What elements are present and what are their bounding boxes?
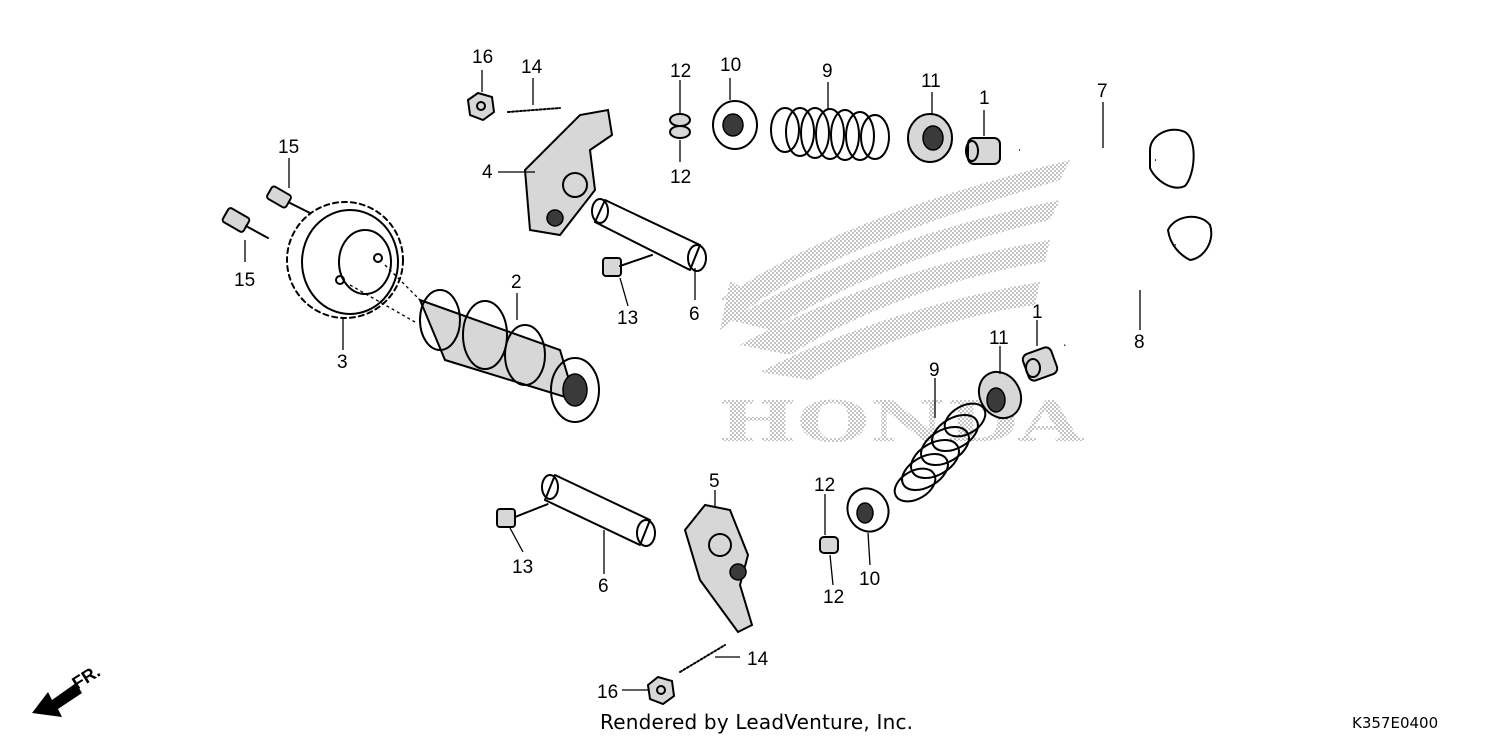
diagram-code: K357E0400: [1352, 714, 1439, 732]
tappet-cap-lower: [1021, 346, 1059, 382]
honda-wordmark-watermark: HONDA: [718, 389, 1085, 455]
callout-7: 7: [1097, 81, 1108, 102]
callout-3: 3: [337, 352, 348, 373]
valve-spring-lower: [893, 402, 987, 503]
callout-13-upper: 13: [617, 308, 638, 329]
callout-4: 4: [482, 162, 493, 183]
callout-8: 8: [1134, 332, 1145, 353]
cam-sprocket: [286, 201, 404, 319]
exhaust-valve: [1019, 128, 1195, 189]
rocker-shaft-lower: [541, 474, 656, 547]
valve-cotter-lower: [819, 536, 839, 554]
callout-15-lower: 15: [234, 270, 255, 291]
callout-6-upper: 6: [689, 304, 700, 325]
spring-retainer-lower: [977, 370, 1023, 420]
valve-spring-upper: [770, 107, 890, 161]
callout-12-lower-top: 12: [814, 475, 835, 496]
callout-10-lower: 10: [859, 569, 880, 590]
camshaft: [349, 264, 600, 423]
rocker-shaft-upper: [591, 198, 707, 272]
callout-13-lower: 13: [512, 557, 533, 578]
callout-12-upper-top: 12: [670, 61, 691, 82]
callout-12-upper-bottom: 12: [670, 167, 691, 188]
sprocket-bolt-upper: [266, 185, 311, 214]
callout-6-lower: 6: [598, 576, 609, 597]
sprocket-bolt-lower: [221, 207, 269, 239]
callout-14-lower: 14: [747, 649, 769, 670]
callout-1-lower: 1: [1032, 302, 1043, 323]
callout-9-upper: 9: [822, 61, 833, 82]
spring-retainer-upper: [907, 113, 953, 163]
front-direction-arrow: FR.: [32, 661, 104, 717]
rocker-arm-lower: [683, 503, 754, 634]
valve-seal-lower: [846, 487, 890, 533]
leader-lines: [244, 70, 1141, 691]
callout-15-upper: 15: [278, 137, 299, 158]
callout-labels: 16 14 12 10 9 11 1 7 15 4 12 15 2 13 6 3…: [234, 47, 1145, 703]
valve-seal-upper: [712, 100, 758, 150]
callout-2: 2: [511, 272, 522, 293]
shaft-bolt-lower: [496, 503, 549, 528]
shaft-bolt-upper: [602, 254, 653, 277]
honda-wing-watermark: HONDA: [718, 160, 1085, 455]
callout-16-upper: 16: [472, 47, 493, 68]
callout-10-upper: 10: [720, 55, 741, 76]
callout-1-upper: 1: [979, 88, 990, 109]
callout-9-lower: 9: [929, 360, 940, 381]
adjuster-nut-lower: [646, 675, 676, 706]
rocker-arm-upper: [523, 108, 614, 237]
callout-14-upper: 14: [521, 57, 543, 78]
adjuster-screw-upper: [507, 107, 561, 113]
callout-5: 5: [709, 471, 720, 492]
callout-12-lower-bottom: 12: [823, 587, 844, 608]
tappet-cap-upper: [965, 137, 1001, 165]
callout-11-lower: 11: [989, 328, 1009, 349]
intake-valve: [1062, 215, 1213, 348]
callout-11-upper: 11: [921, 71, 941, 92]
callout-16-lower: 16: [597, 682, 618, 703]
adjuster-screw-lower: [679, 644, 726, 673]
adjuster-nut-upper: [466, 91, 496, 122]
valve-cotter-upper: [669, 113, 691, 139]
credit-text: Rendered by LeadVenture, Inc.: [600, 710, 914, 734]
